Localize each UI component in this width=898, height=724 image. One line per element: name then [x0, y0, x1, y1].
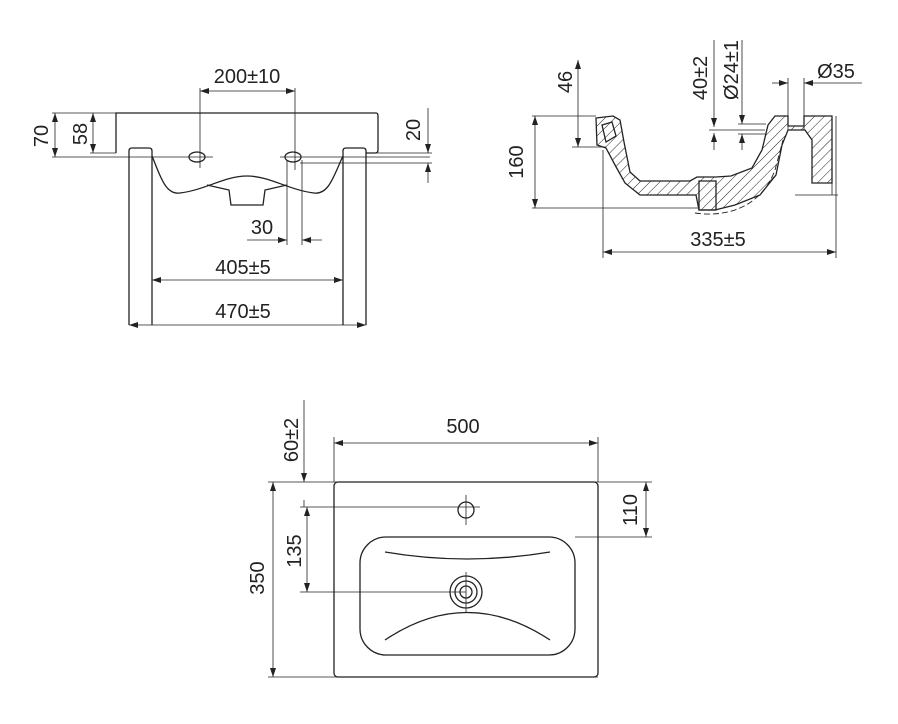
dim-section-length: 335±5 — [690, 229, 745, 251]
bowl-outline — [359, 536, 576, 656]
bowl-profile — [151, 155, 344, 194]
dim-section-height: 160 — [506, 145, 528, 178]
dim-drain-offset: 135 — [284, 534, 306, 567]
bowl-bottom-curve — [384, 611, 551, 641]
section-body — [595, 115, 833, 211]
hidden-outline — [694, 139, 784, 215]
dim-top-depth: 350 — [247, 561, 269, 594]
dim-tap-offset: 60±2 — [281, 418, 303, 462]
overflow-channel — [601, 121, 617, 144]
dim-total-height: 70 — [31, 125, 53, 147]
drain-hole — [698, 180, 717, 211]
left-leg — [128, 147, 153, 325]
bowl-top-curve — [384, 551, 551, 560]
dim-overflow-depth: 40±2 — [690, 56, 712, 100]
dim-hole-spacing: 200±10 — [214, 66, 281, 88]
right-leg — [342, 147, 367, 325]
dim-tap-hole-depth: 110 — [620, 494, 642, 526]
dim-hole-diameter: 30 — [251, 217, 273, 239]
dim-inner-width: 405±5 — [215, 257, 270, 279]
dim-hole-offset: 20 — [403, 119, 425, 141]
top-view: 500 60±2 110 135 350 — [247, 400, 652, 678]
dim-overflow-diameter: Ø24±1 — [721, 40, 743, 100]
dim-tap-hole-diameter: Ø35 — [817, 61, 855, 83]
front-view: 200±10 70 58 20 30 405±5 470±5 — [31, 66, 432, 328]
dim-outer-width: 470±5 — [215, 301, 270, 323]
drain-outline — [206, 184, 288, 206]
dim-edge-height: 58 — [70, 123, 92, 145]
section-view: 160 46 40±2 Ø24±1 Ø35 335±5 — [506, 40, 862, 258]
dim-top-width: 500 — [446, 416, 479, 438]
basin-top-slab — [115, 112, 379, 154]
dim-rim-depth: 46 — [555, 71, 577, 93]
